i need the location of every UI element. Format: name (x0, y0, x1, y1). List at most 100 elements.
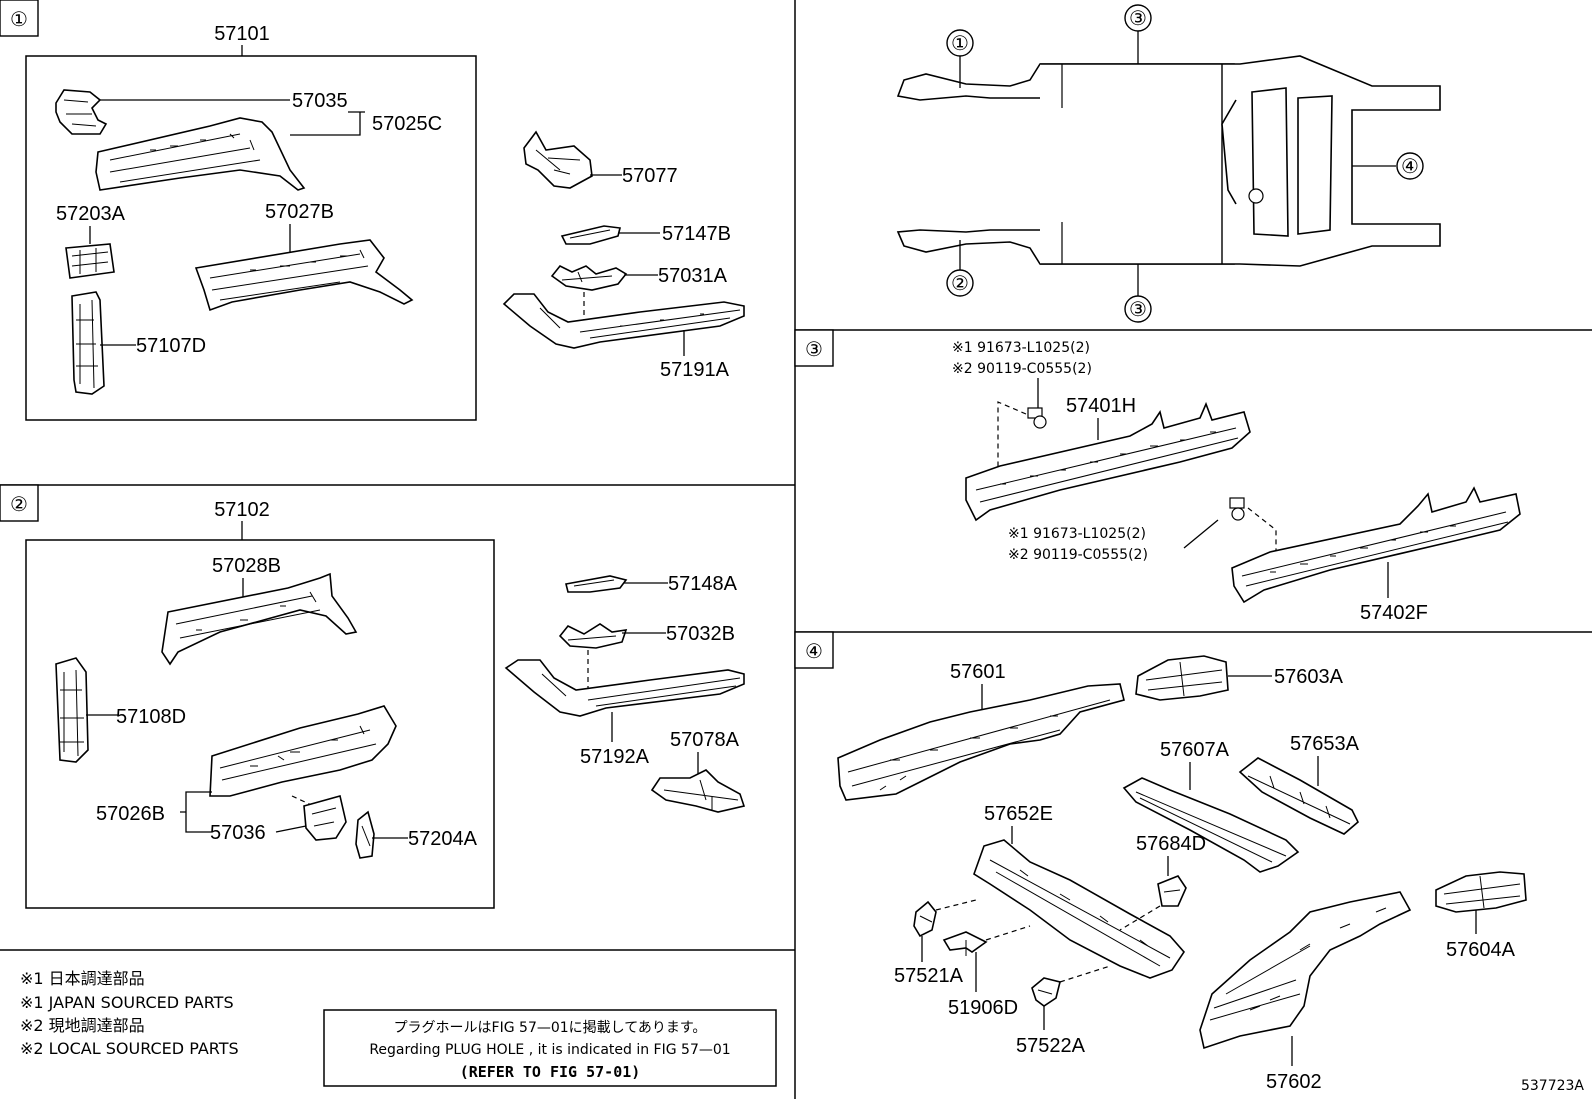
part-57035[interactable] (55, 89, 108, 135)
part-57204A[interactable] (355, 810, 375, 859)
bolt-icon-upper[interactable] (1027, 407, 1047, 429)
section-tag-1: ① (0, 0, 39, 37)
part-label-57604A[interactable]: 57604A (1446, 939, 1516, 961)
part-57401H[interactable] (965, 401, 1251, 522)
part-57036[interactable] (303, 795, 347, 841)
svg-text:①: ① (951, 33, 969, 55)
part-57521A[interactable] (913, 900, 937, 938)
part-label-57602[interactable]: 57602 (1266, 1071, 1322, 1093)
svg-text:①: ① (10, 9, 28, 31)
part-57604A[interactable] (1435, 871, 1527, 913)
part-label-57603A[interactable]: 57603A (1274, 666, 1344, 688)
part-57601[interactable] (837, 683, 1125, 801)
part-label-57027B[interactable]: 57027B (265, 201, 334, 223)
svg-text:③: ③ (1129, 8, 1147, 30)
part-label-57191A[interactable]: 57191A (660, 359, 730, 381)
part-label-57147B[interactable]: 57147B (662, 223, 731, 245)
fastener-label-lower-1[interactable]: ※1 91673-L1025(2) (1008, 526, 1146, 542)
svg-text:Regarding PLUG HOLE , it is: Regarding PLUG HOLE , it is indicated in… (369, 1042, 730, 1058)
figure-id: 537723A (1521, 1078, 1584, 1094)
part-57602[interactable] (1199, 891, 1412, 1050)
part-label-57032B[interactable]: 57032B (666, 623, 735, 645)
part-57607A[interactable] (1122, 777, 1300, 873)
svg-text:※2 LOCAL SOURCED PARTS: ※2 LOCAL SOURCED PARTS (20, 1039, 239, 1058)
part-51906D[interactable] (942, 931, 988, 956)
part-label-57078A[interactable]: 57078A (670, 729, 740, 751)
part-57203A[interactable] (65, 243, 115, 279)
part-57078A[interactable] (650, 769, 746, 813)
part-label-57684D[interactable]: 57684D (1136, 833, 1206, 855)
overview-callout-4: ④ (1396, 152, 1424, 180)
overview-callout-3-bottom: ③ (1124, 295, 1152, 323)
part-57026B[interactable] (209, 705, 397, 797)
section-tag-2: ② (0, 484, 39, 522)
part-label-57101[interactable]: 57101 (214, 23, 270, 45)
part-label-57077[interactable]: 57077 (622, 165, 678, 187)
part-57031A[interactable] (550, 264, 628, 291)
part-57107D[interactable] (71, 291, 105, 395)
part-label-57108D[interactable]: 57108D (116, 706, 186, 728)
bolt-icon-lower[interactable] (1229, 497, 1245, 521)
part-label-57402F[interactable]: 57402F (1360, 602, 1428, 624)
part-57108D[interactable] (55, 657, 89, 763)
part-label-57148A[interactable]: 57148A (668, 573, 738, 595)
part-57684D[interactable] (1157, 875, 1187, 907)
part-57192A[interactable] (504, 659, 745, 717)
svg-text:③: ③ (1129, 299, 1147, 321)
part-label-57035[interactable]: 57035 (292, 90, 348, 112)
part-label-57521A[interactable]: 57521A (894, 965, 964, 987)
part-label-57203A[interactable]: 57203A (56, 203, 126, 225)
fastener-label-upper-1[interactable]: ※1 91673-L1025(2) (952, 340, 1090, 356)
part-label-57601[interactable]: 57601 (950, 661, 1006, 683)
section-tag-3: ③ (794, 329, 834, 367)
svg-text:④: ④ (1401, 156, 1419, 178)
part-label-57607A[interactable]: 57607A (1160, 739, 1230, 761)
part-57522A[interactable] (1031, 977, 1061, 1007)
plug-hole-notice: プラグホールはFIG 57—01に掲載してあります。 Regarding PLU… (323, 1009, 777, 1087)
part-label-57036[interactable]: 57036 (210, 822, 266, 844)
svg-text:※1 JAPAN SOURCED PARTS: ※1 JAPAN SOURCED PARTS (20, 993, 234, 1012)
part-label-57653A[interactable]: 57653A (1290, 733, 1360, 755)
svg-text:②: ② (951, 273, 969, 295)
part-57652E[interactable] (973, 839, 1186, 979)
svg-text:※2 現地調達部品: ※2 現地調達部品 (20, 1016, 145, 1035)
part-57077[interactable] (523, 130, 593, 189)
svg-text:③: ③ (805, 339, 823, 361)
overview-callout-1: ① (946, 29, 974, 57)
part-57402F[interactable] (1231, 486, 1521, 604)
assembly-box-57102 (25, 539, 495, 909)
part-57028B[interactable] (161, 572, 358, 666)
part-57032B[interactable] (558, 623, 628, 649)
part-label-57204A[interactable]: 57204A (408, 828, 478, 850)
svg-text:(REFER TO FIG 57-01): (REFER TO FIG 57-01) (460, 1063, 641, 1081)
part-57147B[interactable] (560, 225, 621, 245)
overview-callout-3-top: ③ (1124, 4, 1152, 32)
part-57603A[interactable] (1135, 655, 1229, 701)
part-label-51906D[interactable]: 51906D (948, 997, 1018, 1019)
svg-text:②: ② (10, 494, 28, 516)
body-overview-outline (896, 55, 1441, 267)
part-label-57107D[interactable]: 57107D (136, 335, 206, 357)
part-label-57401H[interactable]: 57401H (1066, 395, 1136, 417)
part-label-57031A[interactable]: 57031A (658, 265, 728, 287)
part-label-57025C[interactable]: 57025C (372, 113, 442, 135)
part-label-57102[interactable]: 57102 (214, 499, 270, 521)
part-57148A[interactable] (565, 575, 628, 593)
part-label-57026B[interactable]: 57026B (96, 803, 165, 825)
section-tag-4: ④ (794, 631, 834, 669)
svg-text:プラグホールはFIG 57—01に掲載してあります。: プラグホールはFIG 57—01に掲載してあります。 (394, 1020, 707, 1036)
fastener-label-upper-2[interactable]: ※2 90119-C0555(2) (952, 361, 1092, 377)
part-57027B[interactable] (194, 239, 414, 312)
part-label-57652E[interactable]: 57652E (984, 803, 1053, 825)
part-57653A[interactable] (1238, 757, 1359, 835)
part-label-57522A[interactable]: 57522A (1016, 1035, 1086, 1057)
part-57025C[interactable] (95, 117, 306, 191)
fastener-label-lower-2[interactable]: ※2 90119-C0555(2) (1008, 547, 1148, 563)
sourcing-legend: ※1 日本調達部品 ※1 JAPAN SOURCED PARTS ※2 現地調達… (20, 969, 239, 1058)
part-57191A[interactable] (502, 293, 745, 349)
part-label-57192A[interactable]: 57192A (580, 746, 650, 768)
part-label-57028B[interactable]: 57028B (212, 555, 281, 577)
svg-text:④: ④ (805, 641, 823, 663)
